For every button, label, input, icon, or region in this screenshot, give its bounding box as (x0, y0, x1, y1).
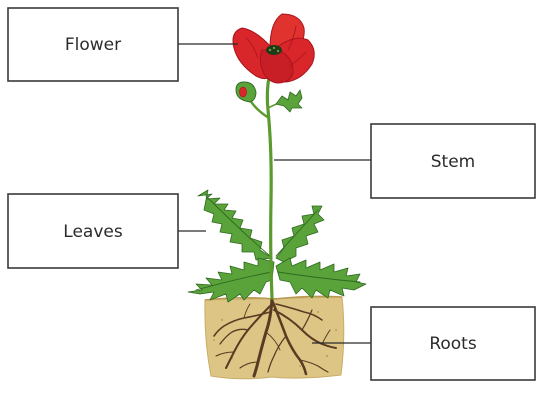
label-flower: Flower (8, 8, 178, 81)
upper-leaf (276, 90, 302, 112)
leaves (188, 190, 366, 302)
label-text: Roots (429, 334, 477, 354)
label-leaves: Leaves (8, 194, 178, 268)
flower-head (233, 14, 314, 83)
leaf (198, 190, 272, 260)
label-stem: Stem (371, 124, 535, 198)
leaf (188, 258, 274, 302)
flower-center (266, 45, 282, 55)
label-roots: Roots (371, 307, 535, 380)
flower-bud (236, 82, 256, 102)
bud-red-tip (240, 87, 247, 97)
label-text: Leaves (63, 222, 123, 242)
label-text: Stem (431, 152, 475, 172)
label-text: Flower (65, 35, 121, 55)
leaf (276, 206, 324, 262)
